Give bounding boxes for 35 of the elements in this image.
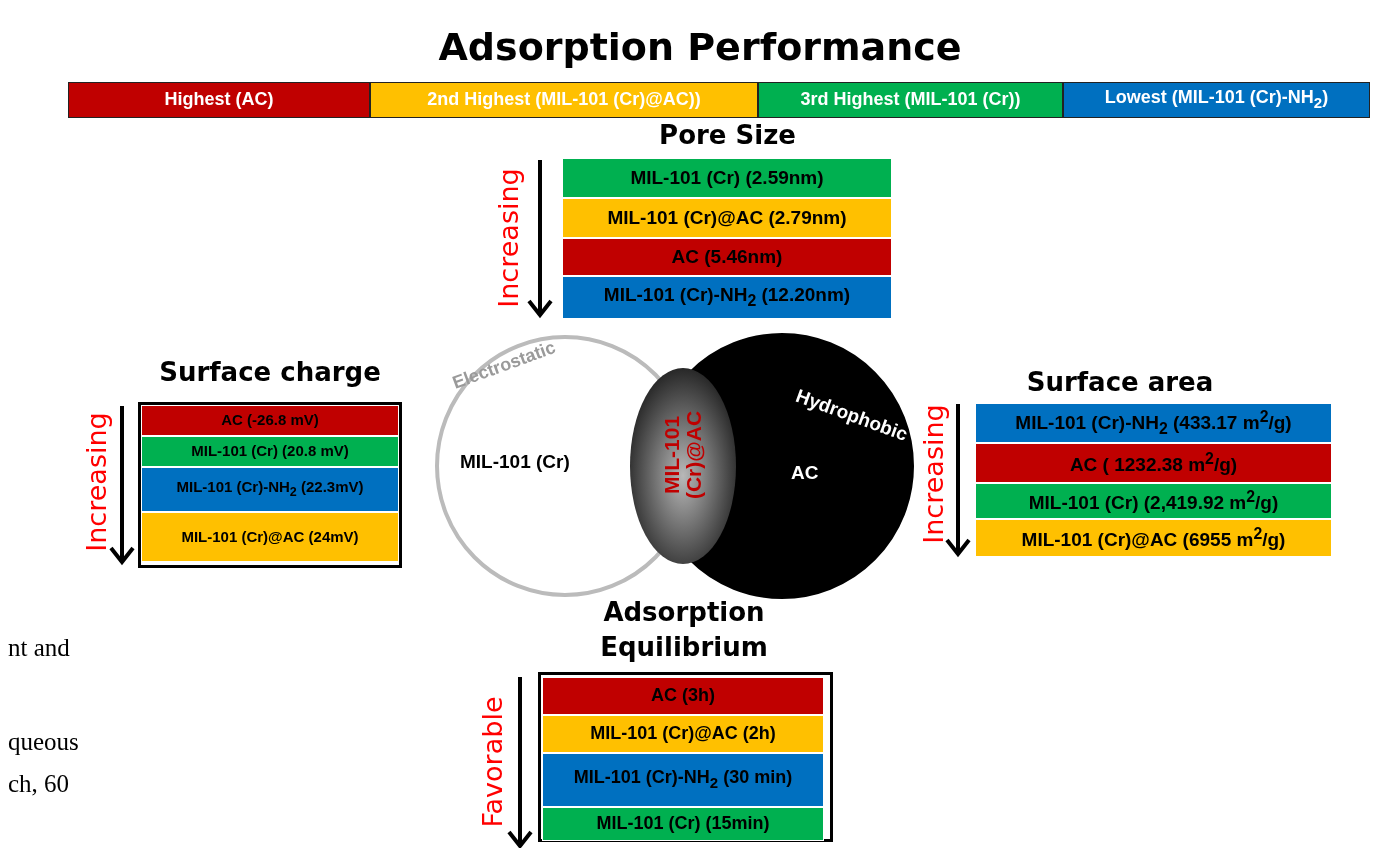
region-label: AC xyxy=(791,463,819,483)
axis-label: Increasing xyxy=(917,404,949,544)
ranking-row: MIL-101 (Cr)-NH$_{2}$ (12.20nm) xyxy=(562,276,892,319)
ranking-row: AC (5.46nm) xyxy=(562,238,892,276)
ranking-row: MIL-101 (Cr)-NH$_{2}$ (22.3mV) xyxy=(141,467,399,512)
axis-label: Increasing xyxy=(80,412,112,552)
ranking-row: MIL-101 (Cr)-NH$_{2}$ (433.17 m$^{2}$/g) xyxy=(975,403,1332,443)
ranking-row: MIL-101 (Cr) (20.8 mV) xyxy=(141,436,399,467)
region-label: MIL-101 (Cr) xyxy=(460,452,570,472)
panel-heading: Surface charge xyxy=(158,356,382,389)
legend-entry: Lowest (MIL-101 (Cr)-NH$_{2}$) xyxy=(1063,82,1370,118)
ranking-row: MIL-101 (Cr)-NH$_{2}$ (30 min) xyxy=(542,753,824,807)
ranking-row: AC (3h) xyxy=(542,677,824,715)
body-text: queous xyxy=(8,728,79,756)
ranking-row: AC (-26.8 mV) xyxy=(141,405,399,436)
ranking-row: MIL-101 (Cr) (15min) xyxy=(542,807,824,841)
legend-entry: Highest (AC) xyxy=(68,82,370,118)
body-text: ch, 60 xyxy=(8,770,70,798)
panel-heading: Pore Size xyxy=(658,119,797,152)
axis-label: Favorable xyxy=(476,696,508,828)
ranking-row: MIL-101 (Cr) (2,419.92 m$^{2}$/g) xyxy=(975,483,1332,519)
legend-entry: 2nd Highest (MIL-101 (Cr)@AC)) xyxy=(370,82,758,118)
ranking-row: MIL-101 (Cr)@AC (6955 m$^{2}$/g) xyxy=(975,519,1332,557)
body-text: nt and xyxy=(8,634,70,662)
panel-heading: Adsorption Equilibrium xyxy=(599,596,769,665)
ranking-row: AC ( 1232.38 m$^{2}$/g) xyxy=(975,443,1332,483)
overlap-label: MIL-101 (Cr)@AC xyxy=(660,409,706,502)
diagram-title: Adsorption Performance xyxy=(437,24,963,71)
ranking-row: MIL-101 (Cr)@AC (2.79nm) xyxy=(562,198,892,238)
panel-heading: Surface area xyxy=(1025,366,1215,399)
ranking-row: MIL-101 (Cr)@AC (2h) xyxy=(542,715,824,753)
axis-label: Increasing xyxy=(492,168,524,308)
ranking-row: MIL-101 (Cr) (2.59nm) xyxy=(562,158,892,198)
legend-entry: 3rd Highest (MIL-101 (Cr)) xyxy=(758,82,1063,118)
ranking-row: MIL-101 (Cr)@AC (24mV) xyxy=(141,512,399,562)
